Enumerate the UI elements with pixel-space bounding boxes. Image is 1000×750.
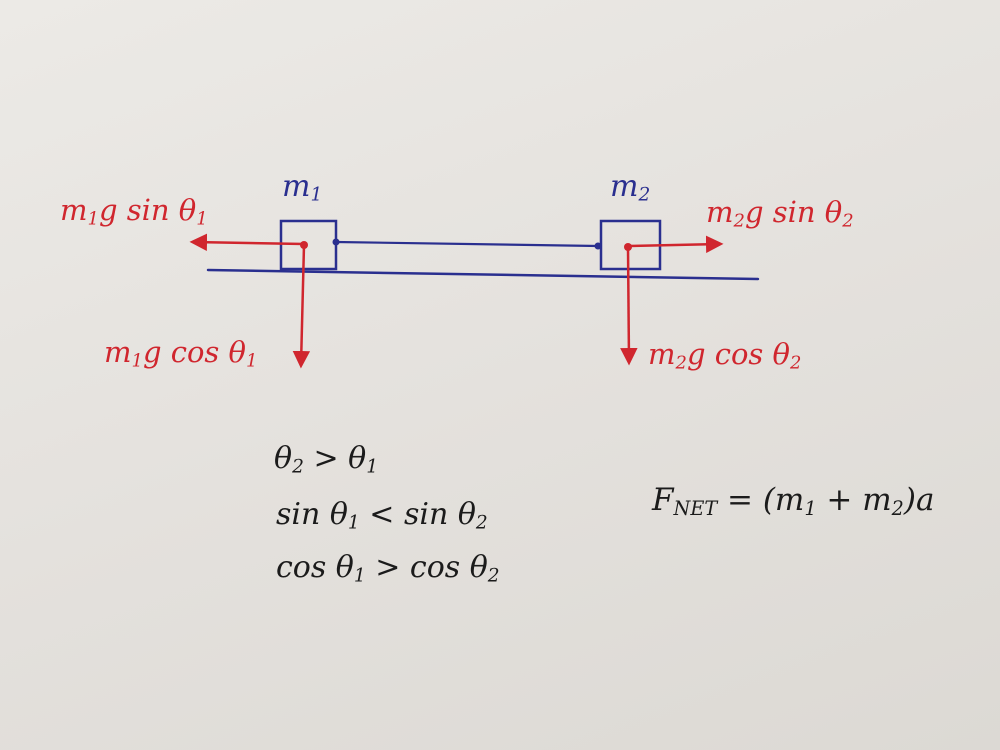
mass-label-2: m2 (610, 169, 651, 206)
force-arrow-m1-sin (189, 233, 305, 252)
force-label-m1-cos: m1g cos θ1 (104, 335, 258, 372)
relation-theta: θ2 > θ1 (274, 441, 379, 478)
connecting-string (334, 240, 600, 248)
force-arrow-m2-sin (627, 235, 724, 254)
center-dot-m2 (624, 243, 632, 251)
force-label-m1-sin: m1g sin θ1 (60, 193, 208, 230)
relation-cos: cos θ1 > cos θ2 (276, 550, 500, 587)
mass-label-1: m1 (282, 169, 323, 206)
center-dot-m1 (300, 241, 308, 249)
force-label-m2-sin: m2g sin θ2 (706, 195, 854, 232)
force-label-m2-cos: m2g cos θ2 (648, 337, 802, 374)
mass-block-1 (279, 219, 338, 271)
force-arrow-m1-cos (292, 244, 311, 369)
surface-line (206, 268, 760, 281)
force-arrow-m2-cos (620, 246, 638, 366)
relation-sin: sin θ1 < sin θ2 (276, 497, 488, 534)
net-force-equation: FNET = (m1 + m2)a (652, 482, 935, 520)
